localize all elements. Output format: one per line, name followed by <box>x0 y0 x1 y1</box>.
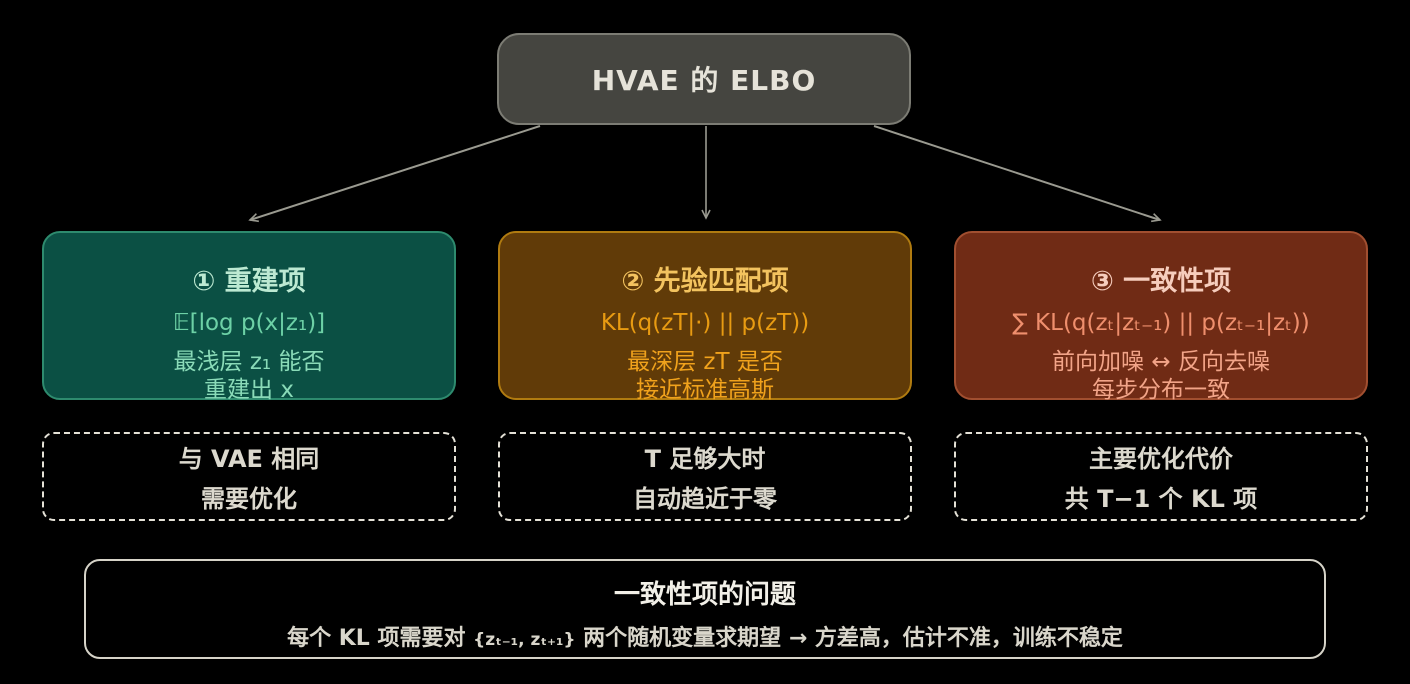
reconstruction-title: ① 重建项 <box>192 266 306 297</box>
problem-desc-seg1: 每个 KL 项需要对 <box>287 626 474 651</box>
prior-matching-formula: KL(q(zT|·) || p(zT)) <box>600 310 810 336</box>
problem-desc-variables: {zₜ₋₁, zₜ₊₁} <box>473 630 576 650</box>
problem-desc-seg3: 两个随机变量求期望 → 方差高，估计不准，训练不稳定 <box>575 626 1123 651</box>
root-node-hvae-elbo: HVAE 的 ELBO <box>497 33 911 125</box>
note-prior-matching-line1: T 足够大时 <box>644 445 766 473</box>
reconstruction-desc-line2: 重建出 x <box>204 377 294 403</box>
prior-matching-desc-line1: 最深层 zT 是否 <box>627 349 783 375</box>
node-reconstruction-term: ① 重建项 𝔼[log p(x|z₁)] 最浅层 z₁ 能否 重建出 x <box>42 231 456 403</box>
note-consistency-line2: 共 T−1 个 KL 项 <box>1064 485 1258 513</box>
consistency-desc-line1: 前向加噪 ↔ 反向去噪 <box>1052 349 1270 375</box>
problem-box: 一致性项的问题 每个 KL 项需要对 {zₜ₋₁, zₜ₊₁} 两个随机变量求期… <box>84 559 1326 659</box>
note-prior-matching-line2: 自动趋近于零 <box>633 485 777 513</box>
note-consistency-line1: 主要优化代价 <box>1089 445 1233 473</box>
consistency-title: ③ 一致性项 <box>1090 266 1232 297</box>
note-reconstruction-line2: 需要优化 <box>201 485 297 513</box>
note-reconstruction: 与 VAE 相同 需要优化 <box>42 432 456 521</box>
node-prior-matching-term: ② 先验匹配项 KL(q(zT|·) || p(zT)) 最深层 zT 是否 接… <box>498 231 912 403</box>
note-reconstruction-line1: 与 VAE 相同 <box>178 445 320 473</box>
reconstruction-desc-line1: 最浅层 z₁ 能否 <box>173 349 325 375</box>
problem-title: 一致性项的问题 <box>613 580 796 610</box>
arrow-to-consistency-icon <box>873 125 1162 223</box>
arrow-to-reconstruction-icon <box>248 125 541 223</box>
prior-matching-title: ② 先验匹配项 <box>621 266 789 297</box>
consistency-formula: ∑ KL(q(zₜ|zₜ₋₁) || p(zₜ₋₁|zₜ)) <box>1012 310 1310 336</box>
consistency-desc-line2: 每步分布一致 <box>1092 377 1230 403</box>
reconstruction-formula: 𝔼[log p(x|z₁)] <box>172 310 326 336</box>
node-consistency-term: ③ 一致性项 ∑ KL(q(zₜ|zₜ₋₁) || p(zₜ₋₁|zₜ)) 前向… <box>954 231 1368 403</box>
note-consistency: 主要优化代价 共 T−1 个 KL 项 <box>954 432 1368 521</box>
problem-description: 每个 KL 项需要对 {zₜ₋₁, zₜ₊₁} 两个随机变量求期望 → 方差高，… <box>86 620 1324 652</box>
prior-matching-desc-line2: 接近标准高斯 <box>636 377 774 403</box>
root-node-label: HVAE 的 ELBO <box>591 64 817 97</box>
note-prior-matching: T 足够大时 自动趋近于零 <box>498 432 912 521</box>
